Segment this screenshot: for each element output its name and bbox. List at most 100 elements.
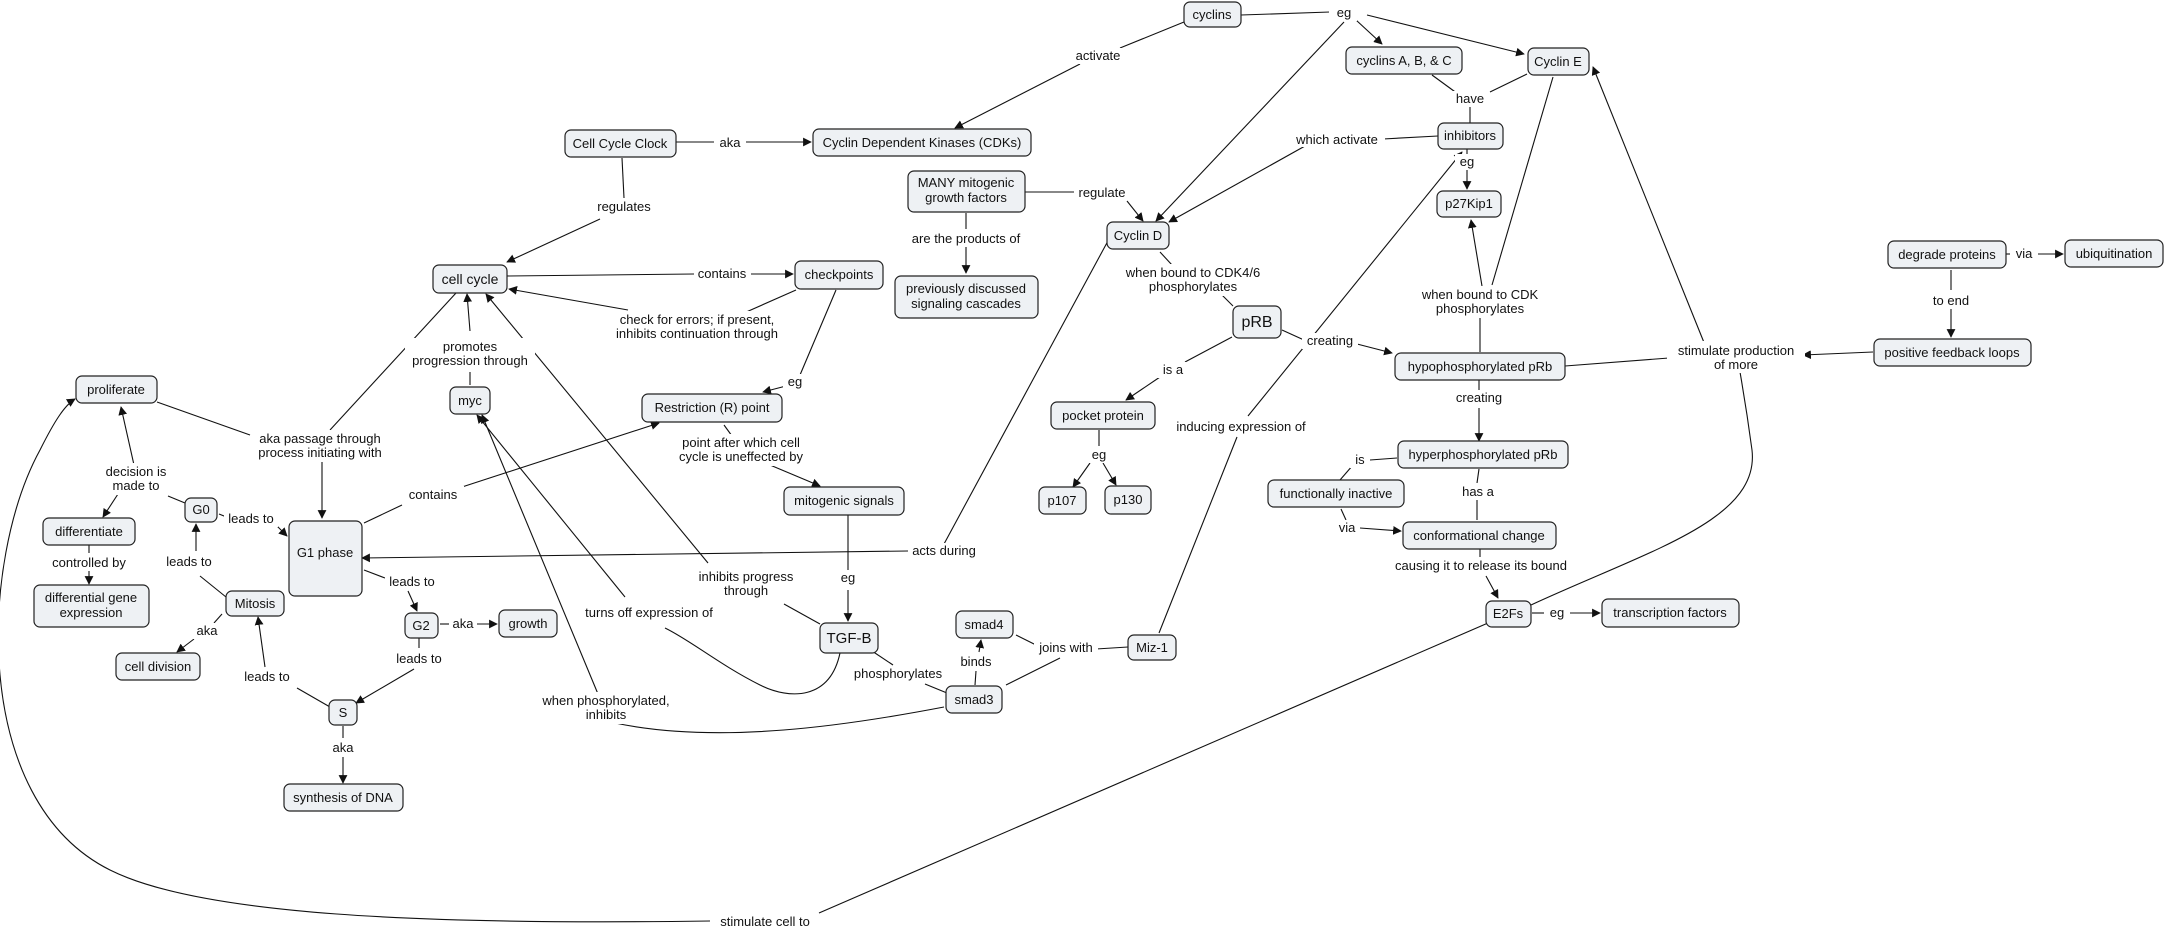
node-hyperphosphorylated-prb[interactable]: hyperphosphorylated pRb [1397,440,1569,469]
edge-tgfb-inhibits [783,603,821,625]
node-e2fs[interactable]: E2Fs [1485,600,1532,628]
link-label-point-after-2: cycle is uneffected by [679,449,804,464]
node-smad3[interactable]: smad3 [945,685,1003,714]
edge-cyclin-d-acts [943,238,1110,545]
link-label-eg-inhibitors: eg [1460,154,1474,169]
node-smad4[interactable]: smad4 [955,610,1014,639]
edge-inactive-via [1340,508,1347,521]
node-label: cell cycle [442,271,499,287]
node-hypophosphorylated-prb[interactable]: hypophosphorylated pRb [1394,352,1566,381]
node-label-2: growth factors [925,190,1007,205]
node-degrade-proteins[interactable]: degrade proteins [1887,240,2007,269]
edge-check-cell-cycle [508,286,629,311]
edge-when-phos-myc [480,414,599,695]
node-label-2: expression [60,605,123,620]
link-label-controlled-by: controlled by [52,555,126,570]
node-conformational-change[interactable]: conformational change [1402,521,1557,550]
node-mitogenic-signals[interactable]: mitogenic signals [783,486,905,516]
node-cyclins-abc[interactable]: cyclins A, B, & C [1345,46,1463,75]
edge-abc-have [1431,74,1459,95]
link-label-when-phos-1: when phosphorylated, [541,693,669,708]
edge-clock-regulates [621,157,625,199]
node-g1-phase[interactable]: G1 phase [288,520,363,597]
link-label-turns-off: turns off expression of [585,605,713,620]
node-g2[interactable]: G2 [404,612,439,639]
link-label-regulates: regulates [597,199,651,214]
node-label: synthesis of DNA [293,790,393,805]
link-label-via-conf: via [1339,520,1356,535]
node-cdks[interactable]: Cyclin Dependent Kinases (CDKs) [812,128,1032,157]
link-label-stimulate-cell: stimulate cell to [720,914,810,929]
node-label-1: differential gene [45,590,137,605]
node-label-2: signaling cascades [911,296,1021,311]
node-p107[interactable]: p107 [1038,486,1087,515]
link-label-when-bound-cdk46-1: when bound to CDK4/6 [1125,265,1260,280]
edge-eg-r-point [762,385,787,395]
node-label: checkpoints [805,267,874,282]
node-mitosis[interactable]: Mitosis [225,590,285,617]
node-tgf-b[interactable]: TGF-B [819,622,879,654]
node-label: hyperphosphorylated pRb [1409,447,1558,462]
node-p130[interactable]: p130 [1104,485,1152,515]
node-label: positive feedback loops [1884,345,2020,360]
node-label: proliferate [87,382,145,397]
edge-hyper-hasa [1476,468,1480,484]
node-label: functionally inactive [1280,486,1393,501]
edge-aka-division [176,638,195,653]
node-growth[interactable]: growth [498,609,558,638]
node-checkpoints[interactable]: checkpoints [794,260,884,290]
edge-cyclin-e-have [1489,73,1528,93]
link-label-point-after-1: point after which cell [682,435,800,450]
node-label: G2 [412,618,429,633]
node-functionally-inactive[interactable]: functionally inactive [1267,479,1405,508]
edge-prb-creating [1281,329,1305,341]
node-positive-feedback-loops[interactable]: positive feedback loops [1873,338,2032,367]
link-label-aka-dna: aka [333,740,355,755]
node-cyclin-e[interactable]: Cyclin E [1527,47,1590,76]
node-label: cyclins A, B, & C [1356,53,1451,68]
edge-smad3-binds [974,670,977,686]
node-cyclins[interactable]: cyclins [1183,1,1242,28]
node-myc[interactable]: myc [449,386,491,415]
node-miz1[interactable]: Miz-1 [1127,634,1177,661]
node-label: mitogenic signals [794,493,894,508]
node-differentiate[interactable]: differentiate [42,517,136,546]
edge-eg-p130 [1102,462,1117,486]
node-transcription-factors[interactable]: transcription factors [1601,598,1740,628]
node-proliferate[interactable]: proliferate [75,375,158,404]
node-pocket-protein[interactable]: pocket protein [1050,401,1156,430]
node-prb[interactable]: pRB [1232,305,1282,339]
node-g0[interactable]: G0 [184,497,218,523]
link-label-activate: activate [1076,48,1121,63]
node-cell-cycle[interactable]: cell cycle [432,264,508,294]
node-label: pocket protein [1062,408,1144,423]
edge-activate-cdks [954,63,1081,129]
edge-stimulate-cyclin-e [1591,66,1706,346]
node-restriction-point[interactable]: Restriction (R) point [641,393,783,423]
link-label-contains-r: contains [409,487,458,502]
link-label-via-ubiq: via [2016,246,2033,261]
node-label: cyclins [1192,7,1232,22]
edge-bound-cdk-p27 [1467,219,1483,287]
edge-decision-differentiate [102,493,119,518]
node-cyclin-d[interactable]: Cyclin D [1106,221,1170,250]
edge-checkpoints-eg [799,289,837,376]
link-label-have: have [1456,91,1484,106]
link-label-when-bound-cdk-2: phosphorylates [1436,301,1525,316]
node-label: Miz-1 [1136,640,1168,655]
node-s[interactable]: S [328,699,358,726]
node-synthesis-of-dna[interactable]: synthesis of DNA [283,783,404,812]
node-ubiquitination[interactable]: ubiquitination [2064,239,2164,268]
node-cell-division[interactable]: cell division [115,652,201,681]
edge-smad3-when-phos [614,706,945,734]
node-p27kip1[interactable]: p27Kip1 [1436,190,1502,218]
node-label: p107 [1048,493,1077,508]
edge-g1-leads-g2 [363,569,386,579]
node-cell-cycle-clock[interactable]: Cell Cycle Clock [564,129,677,158]
link-label-causing-release: causing it to release its bound [1395,558,1567,573]
node-label: smad4 [964,617,1003,632]
node-inhibitors[interactable]: inhibitors [1437,122,1504,150]
